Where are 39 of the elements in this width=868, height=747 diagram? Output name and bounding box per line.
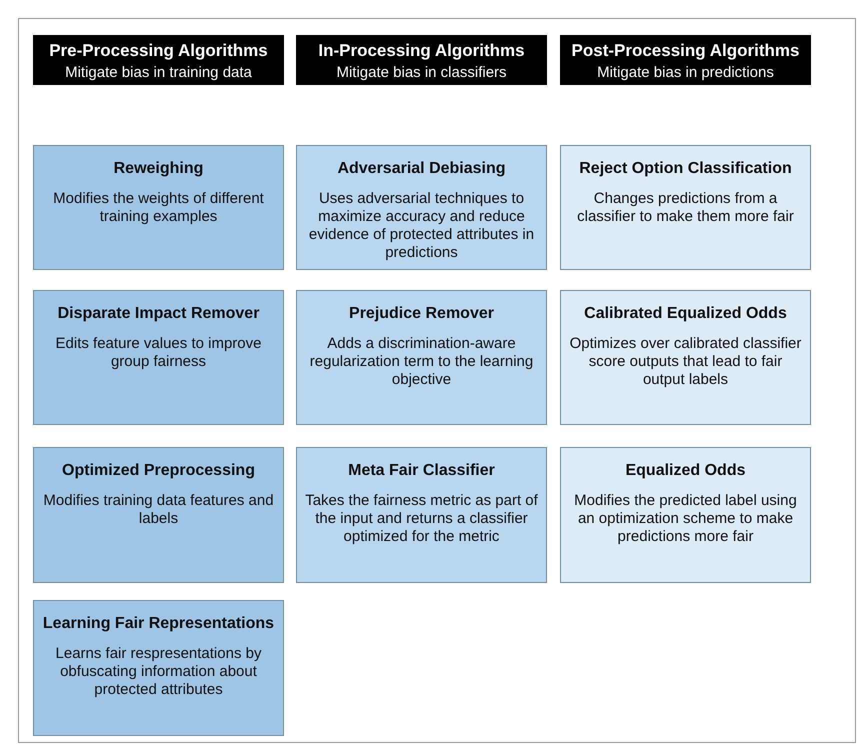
algorithm-box <box>296 145 547 270</box>
box-title: Calibrated Equalized Odds <box>583 305 788 323</box>
box-title: Learning Fair Representations <box>42 615 275 633</box>
box-title: Reject Option Classification <box>578 160 793 178</box>
algorithm-box <box>33 145 284 270</box>
algorithm-box <box>560 145 811 270</box>
algorithm-box <box>560 290 811 425</box>
column-header <box>33 35 284 85</box>
algorithm-box <box>296 290 547 425</box>
column-header <box>296 35 547 85</box>
algorithm-box <box>296 447 547 583</box>
box-title: Disparate Impact Remover <box>56 305 260 323</box>
box-description: Mitigate bias in training data <box>64 64 253 81</box>
box-description: Optimizes over calibrated classifier score outputs that lead to fair output labels <box>569 335 802 389</box>
box-description: Uses adversarial techniques to maximize accuracy and reduce evidence of protected attributes in predictions <box>308 190 536 262</box>
box-title: Equalized Odds <box>624 462 746 480</box>
algorithm-box <box>33 600 284 736</box>
box-description: Mitigate bias in predictions <box>596 64 775 81</box>
box-title: Optimized Preprocessing <box>61 462 256 480</box>
algorithm-box <box>33 447 284 583</box>
box-description: Modifies the predicted label using an optimization scheme to make predictions more fair <box>573 492 798 546</box>
box-title: Post-Processing Algorithms <box>570 41 800 61</box>
box-description: Mitigate bias in classifiers <box>335 64 508 81</box>
box-title: Reweighing <box>112 160 204 178</box>
box-description: Takes the fairness metric as part of the input and returns a classifier optimized for the metric <box>305 492 538 546</box>
box-description: Adds a discrimination-aware regularization term to the learning objective <box>308 335 534 389</box>
box-description: Modifies training data features and labels <box>42 492 275 528</box>
box-description: Edits feature values to improve group fairness <box>54 335 262 371</box>
box-title: In-Processing Algorithms <box>317 41 526 61</box>
box-title: Adversarial Debiasing <box>336 160 507 178</box>
box-title: Pre-Processing Algorithms <box>48 41 269 61</box>
box-description: Learns fair respresentations by obfuscating information about protected attributes <box>54 645 262 699</box>
box-description: Modifies the weights of different training examples <box>52 190 265 226</box>
box-description: Changes predictions from a classifier to make them more fair <box>576 190 795 226</box>
algorithm-box <box>33 290 284 425</box>
box-title: Meta Fair Classifier <box>347 462 496 480</box>
column-header <box>560 35 811 85</box>
box-title: Prejudice Remover <box>348 305 495 323</box>
algorithm-box <box>560 447 811 583</box>
